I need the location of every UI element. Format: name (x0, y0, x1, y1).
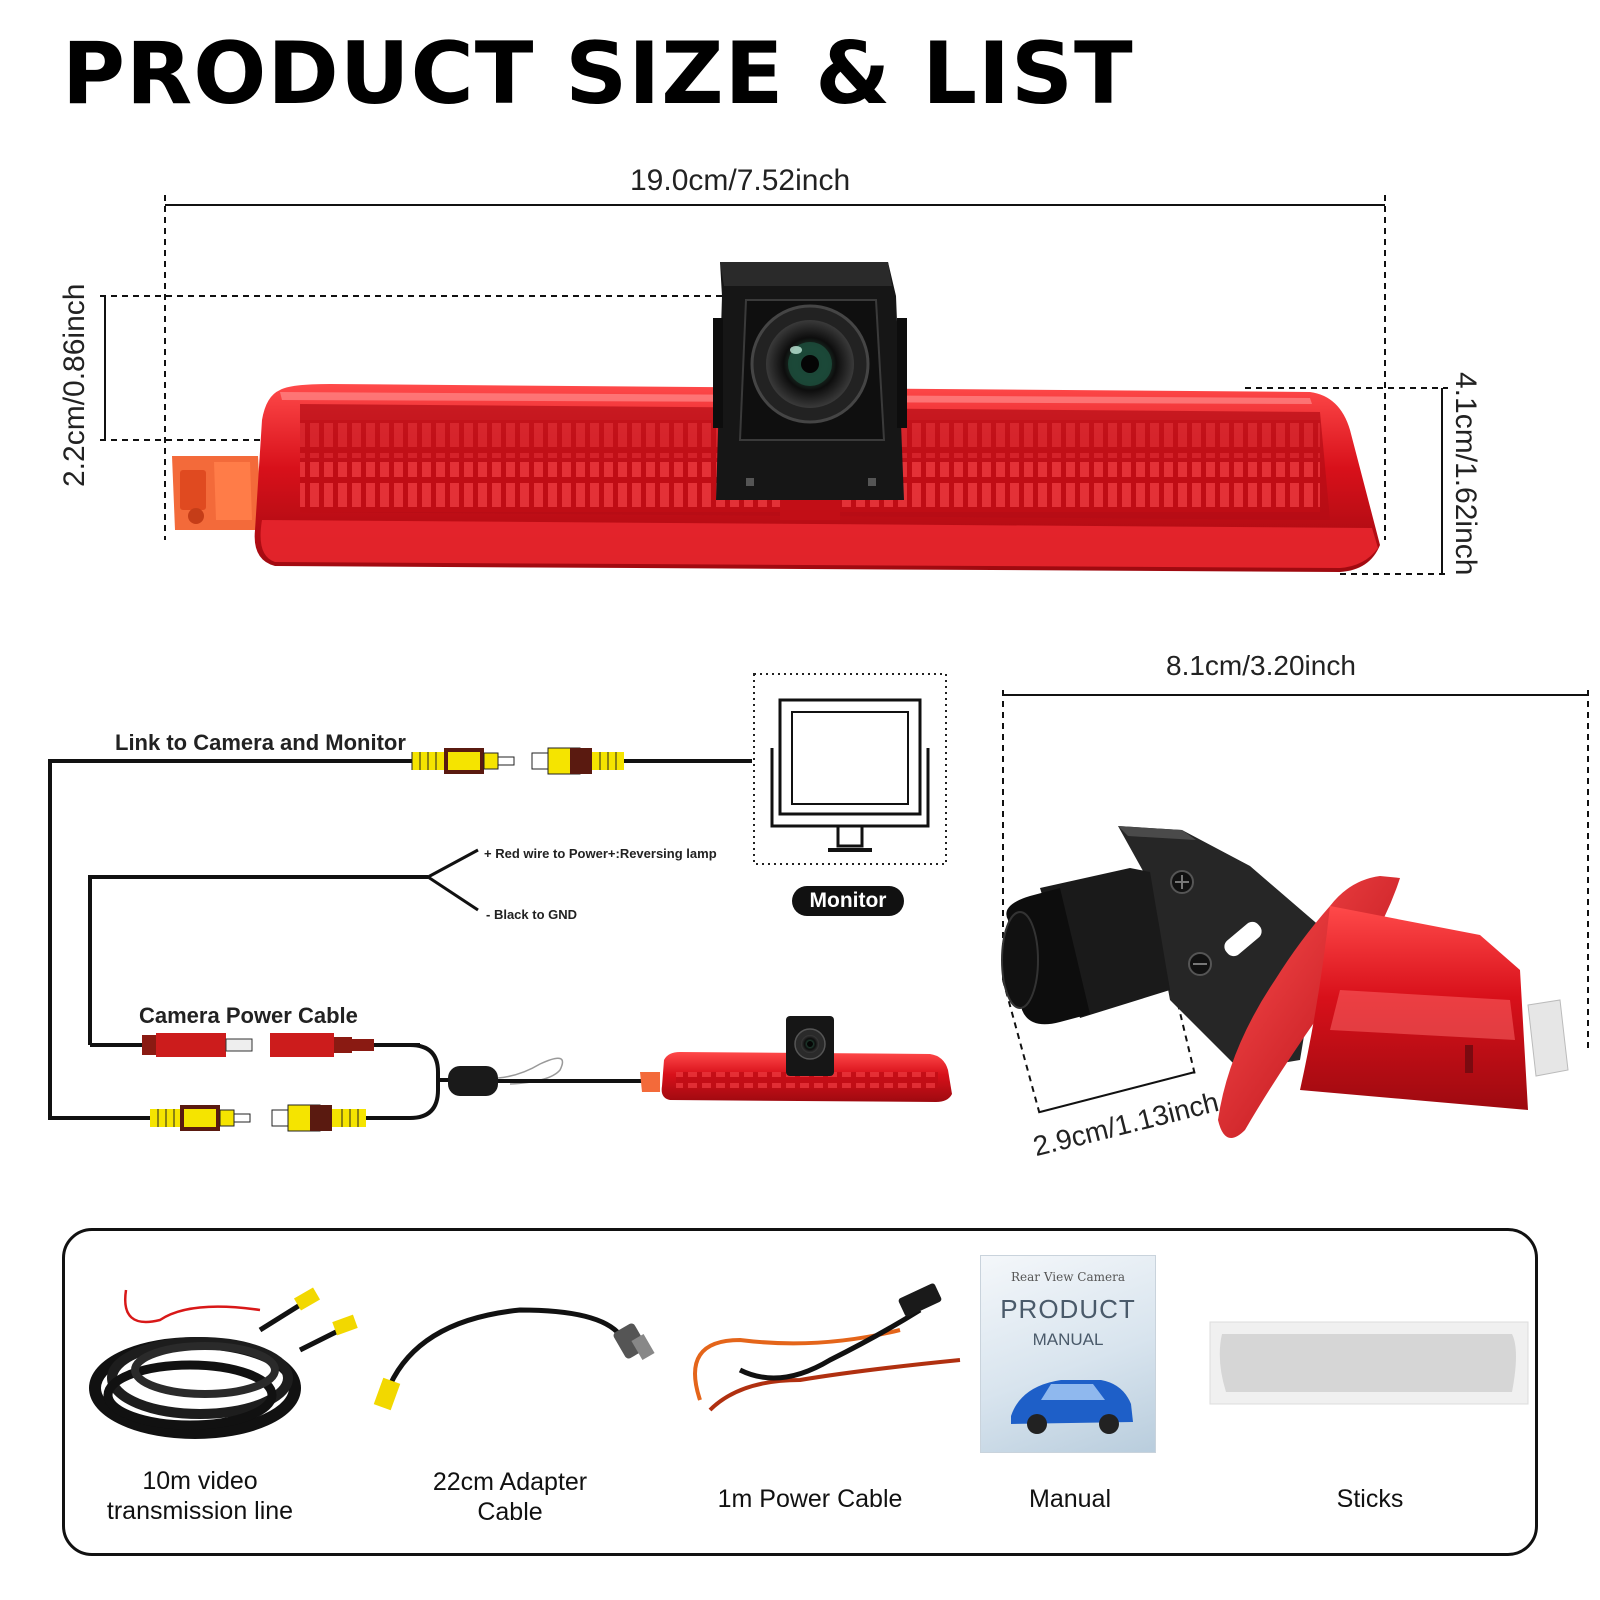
package-item-adapter-cable: 22cm Adapter Cable (400, 1467, 620, 1527)
monitor-label: Monitor (792, 886, 904, 916)
package-item-manual: Manual (1029, 1485, 1111, 1513)
total-height-dimension-label: 4.1cm/1.62inch (1449, 372, 1482, 576)
power-cable-icon (693, 1283, 961, 1412)
video-cable-coil-icon (89, 1287, 358, 1439)
link-camera-monitor-label: Link to Camera and Monitor (115, 730, 406, 755)
black-wire-label: - Black to GND (486, 907, 578, 922)
rca-male-connector (411, 748, 515, 774)
rca-female-connector-lower (271, 1104, 366, 1132)
wiring-diagram (48, 673, 952, 1132)
package-item-video-line: 10m video transmission line (80, 1466, 320, 1526)
manual-icon: Rear View Camera PRODUCT MANUAL (980, 1255, 1156, 1453)
length-dimension-label: 19.0cm/7.52inch (630, 164, 851, 197)
total-height-dimension (1245, 387, 1448, 575)
camera-head (713, 262, 907, 520)
mini-brake-light-camera (640, 1016, 952, 1102)
package-item-power-cable: 1m Power Cable (717, 1485, 903, 1513)
depth-dimension-label: 8.1cm/3.20inch (1166, 650, 1356, 681)
manual-cover-manual: MANUAL (1032, 1330, 1104, 1349)
side-view-drawing (1001, 690, 1589, 1138)
dc-power-socket (270, 1033, 420, 1057)
dc-power-plug (90, 1033, 253, 1057)
package-item-adapter-cable-l2: Cable (477, 1498, 543, 1526)
rca-male-connector-lower (150, 1105, 251, 1131)
length-dimension (164, 195, 1386, 540)
page-title: PRODUCT SIZE & LIST (62, 24, 1134, 124)
manual-car-image (1011, 1380, 1133, 1434)
camera-height-dimension-label: 2.2cm/0.86inch (58, 283, 91, 487)
package-item-sticks: Sticks (1336, 1485, 1404, 1513)
sticker-pad-icon (1209, 1321, 1529, 1405)
camera-power-cable-label: Camera Power Cable (139, 1003, 358, 1028)
manual-cover-subtitle: Rear View Camera (1010, 1270, 1126, 1284)
package-item-video-line-l2: transmission line (106, 1497, 294, 1525)
package-list-box (62, 1228, 1538, 1556)
package-item-video-line-l1: 10m video (142, 1467, 258, 1495)
rca-female-connector (531, 747, 624, 775)
red-wire-label: + Red wire to Power+:Reversing lamp (484, 846, 717, 861)
monitor-icon (753, 673, 947, 865)
manual-cover-title: PRODUCT (1000, 1294, 1136, 1324)
adapter-cable-icon (373, 1307, 655, 1411)
package-item-adapter-cable-l1: 22cm Adapter (432, 1468, 588, 1496)
